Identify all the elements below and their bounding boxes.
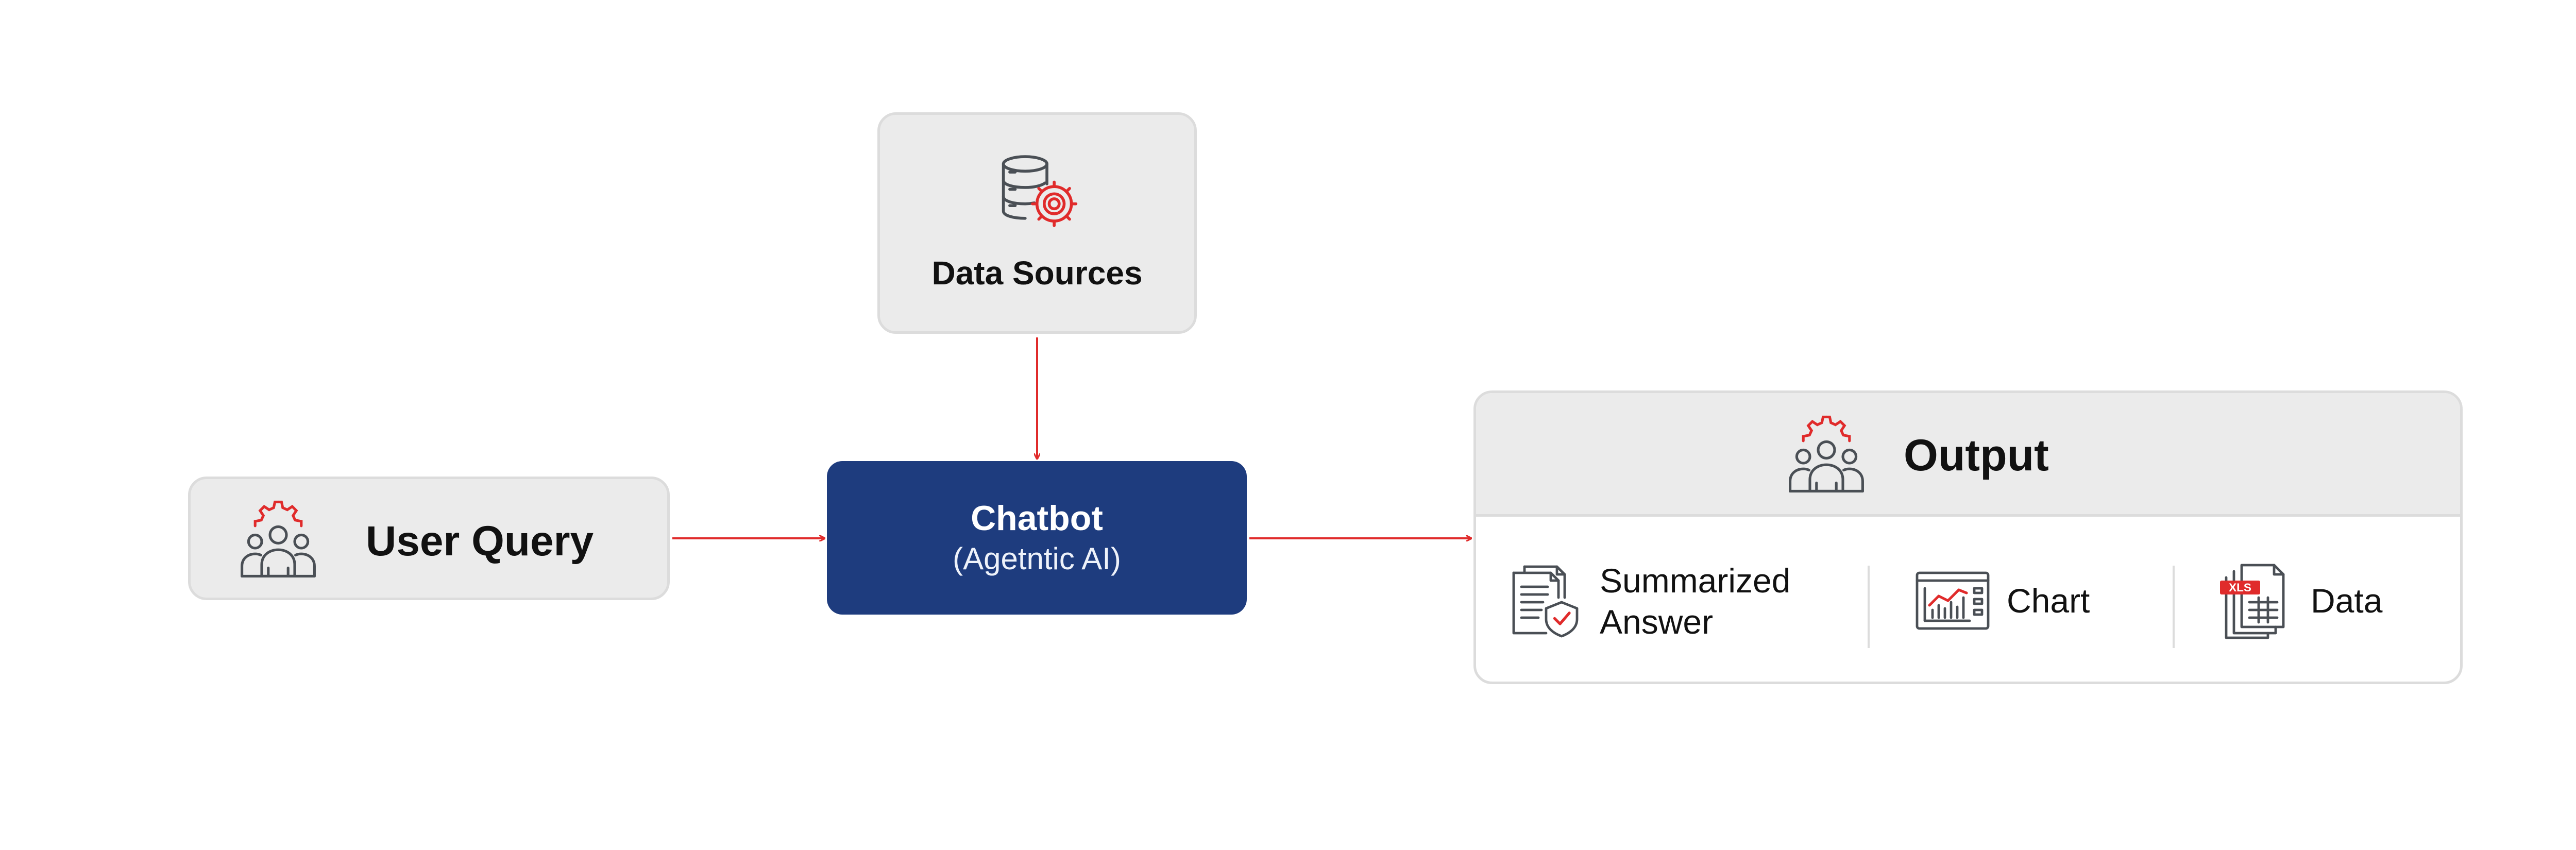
chart-label: Chart [2007, 582, 2090, 620]
data-sources-node: Data Sources [877, 112, 1197, 334]
chatbot-title: Chatbot [971, 499, 1103, 538]
output-header: Output [1476, 393, 2460, 517]
svg-text:XLS: XLS [2229, 581, 2251, 594]
chatbot-node: Chatbot (Agetntic AI) [827, 461, 1247, 615]
chatbot-subtitle: (Agetntic AI) [953, 541, 1121, 576]
summarized-answer-line1: Summarized [1600, 562, 1791, 600]
xls-file-icon: XLS [2220, 564, 2285, 639]
user-query-node: User Query [188, 477, 670, 600]
summarized-answer-line2: Answer [1600, 603, 1714, 641]
output-divider [1868, 566, 1870, 648]
output-item-summarized-answer: Summarized Answer [1476, 517, 1868, 682]
output-item-chart: Chart [1870, 517, 2174, 682]
users-gear-icon [241, 500, 316, 577]
output-node: Output [1473, 390, 2463, 684]
data-sources-label: Data Sources [931, 254, 1143, 292]
user-query-label: User Query [366, 518, 594, 565]
chart-window-icon [1916, 571, 1990, 630]
output-item-data: XLS Data [2174, 517, 2460, 682]
output-divider [2173, 566, 2175, 648]
output-label: Output [1904, 431, 2049, 480]
database-gear-icon [1002, 155, 1078, 227]
users-gear-icon [1789, 415, 1864, 492]
data-label: Data [2311, 582, 2383, 620]
summarized-answer-label: Summarized Answer [1600, 560, 1790, 642]
document-check-icon [1512, 565, 1579, 638]
